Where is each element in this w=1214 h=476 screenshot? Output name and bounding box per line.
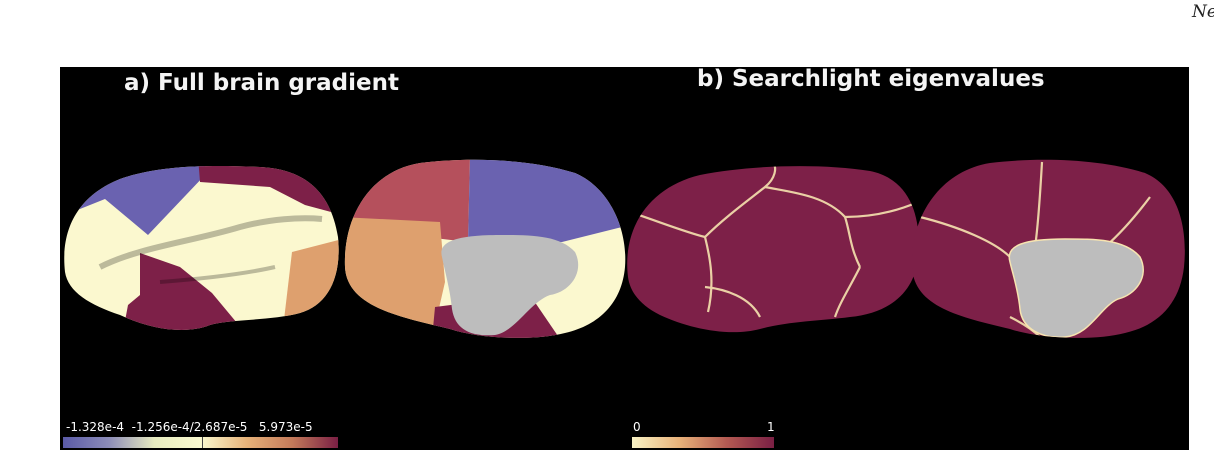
colorbar-b-max-label: 1 bbox=[767, 420, 775, 434]
figure-panel: a) Full brain gradient b) Searchlight ei… bbox=[60, 67, 1189, 450]
colorbar-b bbox=[632, 437, 774, 448]
brain-b-medial bbox=[911, 159, 1185, 338]
brain-surfaces bbox=[64, 159, 1185, 338]
panel-b-title: b) Searchlight eigenvalues bbox=[697, 67, 1045, 92]
colorbar-a-ticks: -1.328e-4 -1.256e-4/2.687e-5 5.973e-5 bbox=[66, 420, 313, 434]
brain-b-lateral bbox=[627, 166, 919, 333]
colorbar-a bbox=[63, 437, 338, 448]
panel-a-title: a) Full brain gradient bbox=[124, 70, 399, 96]
brain-a-lateral-sulci bbox=[98, 215, 323, 284]
page-corner-text: Ne bbox=[1192, 2, 1214, 22]
colorbar-b-min-label: 0 bbox=[633, 420, 641, 434]
colorbar-a-separator bbox=[202, 437, 203, 448]
brain-a-medial bbox=[344, 159, 626, 338]
brain-a-lateral bbox=[64, 166, 339, 330]
